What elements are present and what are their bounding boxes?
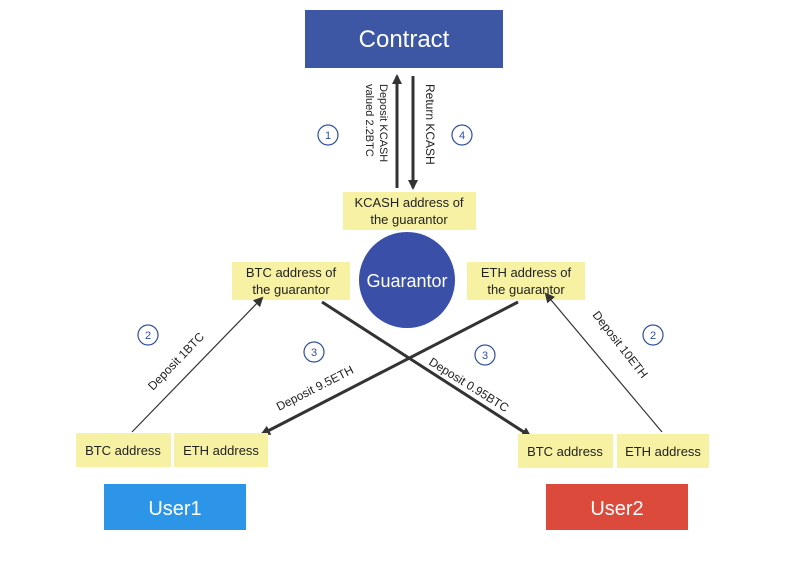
- deposit-kcash-label-line1: Deposit KCASH: [377, 84, 389, 162]
- step-2-right-badge: 2: [642, 324, 664, 346]
- user2-btc-address-label: BTC address: [527, 444, 603, 459]
- contract-node: Contract: [305, 10, 503, 68]
- user2-node: User2: [546, 484, 688, 530]
- step-3-right-badge: 3: [474, 344, 496, 366]
- deposit-kcash-label-line2: valued 2.2BTC: [363, 84, 375, 157]
- contract-box: [305, 10, 503, 68]
- user1-btc-address-node: BTC address: [76, 433, 171, 467]
- user2-eth-address-label: ETH address: [625, 444, 701, 459]
- guarantor-eth-line2: the guarantor: [487, 282, 565, 297]
- guarantor-node: [359, 232, 455, 328]
- user1-eth-address-label: ETH address: [183, 443, 259, 458]
- step-2-right-number: 2: [650, 330, 656, 342]
- step-2-left-number: 2: [145, 330, 151, 342]
- deposit-10eth-label: Deposit 10ETH: [590, 308, 651, 381]
- user1-eth-address-node: ETH address: [174, 433, 268, 467]
- step-4-number: 4: [459, 130, 465, 142]
- deposit-1btc-arrow: [131, 296, 264, 433]
- step-3-right-number: 3: [482, 350, 488, 362]
- deposit-9-5eth-arrow: [260, 300, 519, 436]
- deposit-0-95btc-label: Deposit 0.95BTC: [426, 355, 511, 415]
- guarantor-btc-line1: BTC address of: [246, 265, 337, 280]
- guarantor-eth-address-node: ETH address of the guarantor: [467, 262, 585, 300]
- kcash-address-node: KCASH address of the guarantor: [343, 192, 476, 230]
- guarantor-eth-line1: ETH address of: [481, 265, 572, 280]
- step-1-badge: 1: [317, 124, 339, 146]
- step-2-left-badge: 2: [137, 324, 159, 346]
- return-kcash-label: Return KCASH: [423, 84, 437, 165]
- user2-box: [546, 484, 688, 530]
- step-4-badge: 4: [451, 124, 473, 146]
- user2-label: User2: [590, 498, 643, 520]
- guarantor-btc-line2: the guarantor: [252, 282, 330, 297]
- user1-box: [104, 484, 246, 530]
- contract-label: Contract: [359, 26, 450, 53]
- step-1-number: 1: [325, 130, 331, 142]
- user1-btc-address-label: BTC address: [85, 443, 161, 458]
- user1-label: User1: [148, 498, 201, 520]
- kcash-address-line2: the guarantor: [370, 212, 448, 227]
- user1-node: User1: [104, 484, 246, 530]
- user2-btc-address-node: BTC address: [518, 434, 613, 468]
- step-3-left-badge: 3: [303, 341, 325, 363]
- step-3-left-number: 3: [311, 347, 317, 359]
- user2-eth-address-node: ETH address: [617, 434, 709, 468]
- guarantor-btc-address-node: BTC address of the guarantor: [232, 262, 350, 300]
- guarantor-label: Guarantor: [366, 271, 447, 291]
- kcash-address-line1: KCASH address of: [354, 195, 463, 210]
- guarantor-circle: [359, 232, 455, 328]
- deposit-10eth-arrow: [544, 292, 663, 433]
- deposit-0-95btc-arrow: [321, 300, 532, 438]
